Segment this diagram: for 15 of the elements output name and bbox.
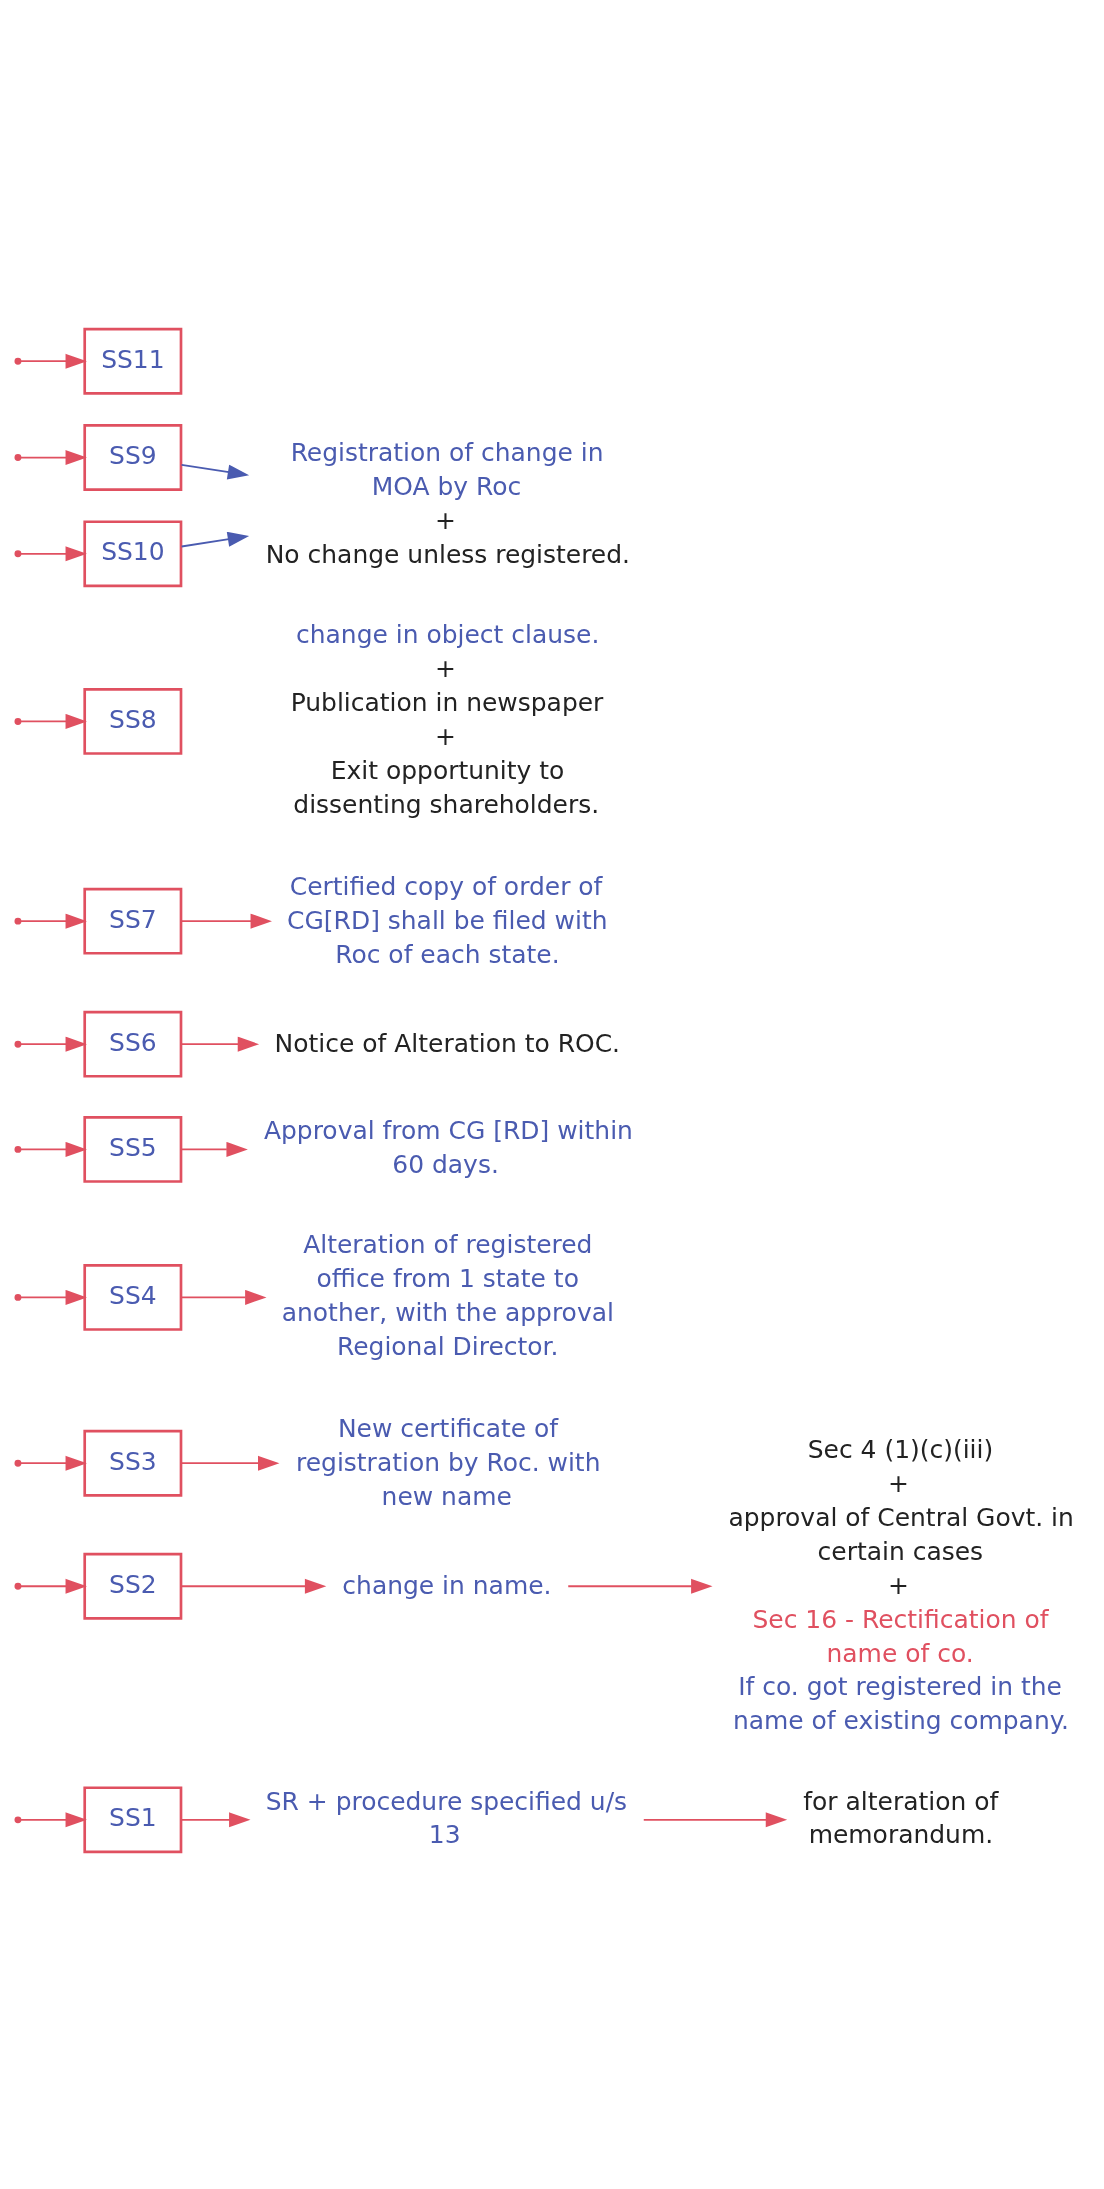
node-text: Registration of change in MOA by Roc + No change unless registered. [265,437,630,569]
node-label: + [435,653,457,683]
node-text: New certificate of registration by Roc. with new name [296,1413,601,1511]
node-label: change in object clause. [296,619,600,649]
node-text: SR + procedure specified u/s 13 [265,1786,628,1849]
node-text: Sec 4 (1)(c)(iii) + approval of Central Govt. in certain cases + Sec 16 - Rectification of name of co. If co. got registered in the name of existing company. [728,1434,1074,1735]
node-label: + [435,721,457,751]
node-text: Alteration of registered office from 1 state to another, with the approval Regional Director. [281,1229,614,1361]
node-text: Notice of Alteration to ROC. [274,1028,620,1058]
node-text: change in name. [342,1570,552,1600]
node-label: Publication in newspaper [290,687,604,717]
node-label: Exit opportunity to dissenting shareholders. [293,755,600,819]
node-text: for alteration of memorandum. [803,1786,999,1849]
node-text: Approval from CG [RD] within 60 days. [263,1115,633,1179]
node-text: Certified copy of order of CG[RD] shall be filed with Roc of each state. [287,871,608,969]
